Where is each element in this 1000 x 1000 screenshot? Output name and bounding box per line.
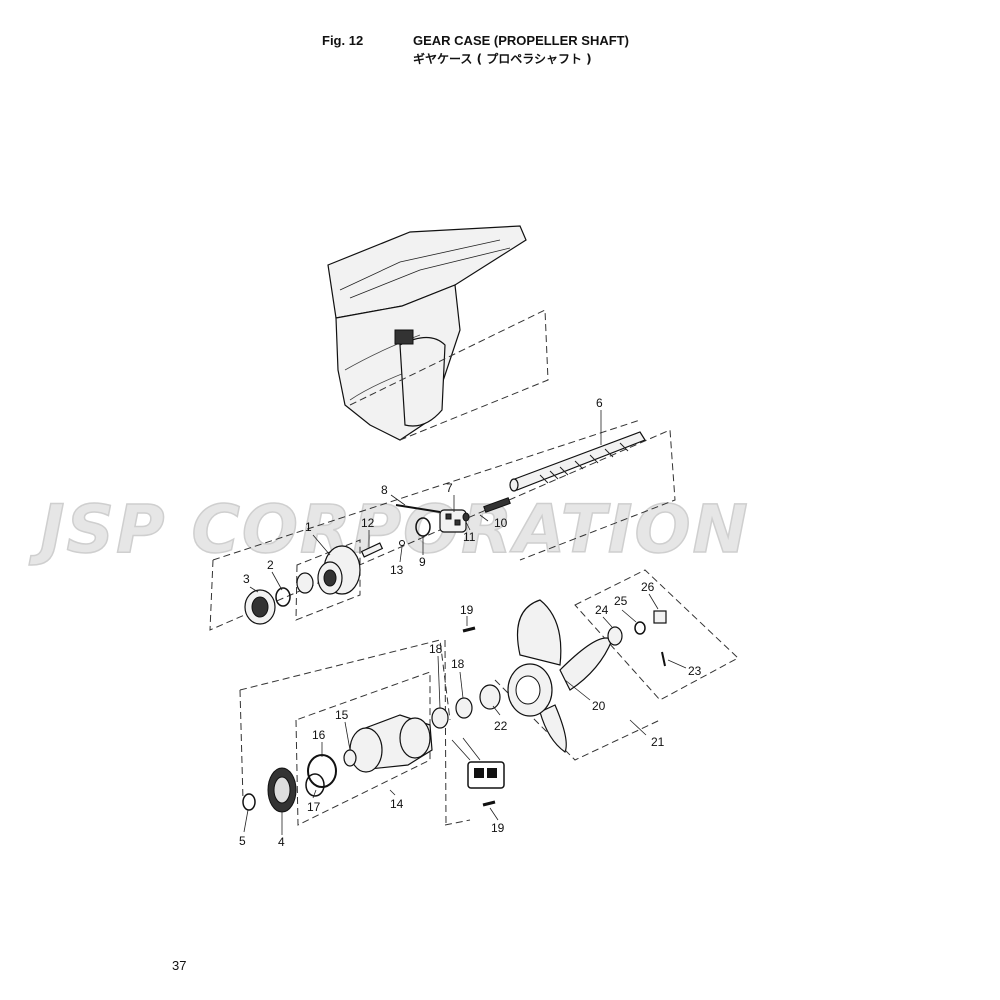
propeller-shaft-housing bbox=[349, 714, 433, 773]
leader-lines bbox=[243, 410, 687, 835]
callout-10: 10 bbox=[494, 516, 508, 530]
callout-25: 25 bbox=[614, 594, 628, 608]
forward-gear bbox=[267, 767, 297, 813]
callout-16: 16 bbox=[312, 728, 326, 742]
callout-4: 4 bbox=[278, 835, 285, 849]
callout-24: 24 bbox=[595, 603, 609, 617]
propeller-washer bbox=[607, 626, 623, 646]
propeller-shaft bbox=[509, 431, 646, 492]
callout-14: 14 bbox=[390, 797, 404, 811]
callout-19-bottom: 19 bbox=[491, 821, 505, 835]
callout-18-left: 18 bbox=[429, 642, 443, 656]
upper-bolt bbox=[462, 626, 476, 633]
oil-seal-outer bbox=[431, 707, 449, 729]
callout-19-top: 19 bbox=[460, 603, 474, 617]
callout-8: 8 bbox=[381, 483, 388, 497]
diagram-title-japanese: ギヤケース ( プロペラシャフト ) bbox=[413, 52, 592, 66]
callout-22: 22 bbox=[494, 719, 508, 733]
callout-labels: 6 7 8 1 12 10 11 9 13 2 3 19 18 18 15 16… bbox=[239, 396, 702, 849]
callout-5: 5 bbox=[239, 834, 246, 848]
thrust-washer bbox=[305, 773, 325, 797]
callout-3: 3 bbox=[243, 572, 250, 586]
dog-clutch bbox=[439, 509, 467, 533]
shift-slider bbox=[462, 512, 470, 522]
bearing bbox=[244, 589, 276, 625]
callout-17: 17 bbox=[307, 800, 321, 814]
callout-9: 9 bbox=[419, 555, 426, 569]
callout-6: 6 bbox=[596, 396, 603, 410]
callout-13: 13 bbox=[390, 563, 404, 577]
diagram-title: GEAR CASE (PROPELLER SHAFT) bbox=[413, 33, 629, 48]
housing-o-ring bbox=[307, 754, 337, 788]
callout-26: 26 bbox=[641, 580, 655, 594]
page-number: 37 bbox=[172, 958, 187, 973]
cross-pin bbox=[395, 504, 441, 513]
pin-ring bbox=[415, 517, 431, 537]
callout-12: 12 bbox=[361, 516, 375, 530]
callout-7: 7 bbox=[446, 481, 453, 495]
callout-1: 1 bbox=[305, 520, 312, 534]
oil-seal-inner bbox=[455, 697, 473, 719]
shim bbox=[296, 572, 314, 594]
spring bbox=[483, 497, 511, 513]
ball bbox=[399, 540, 405, 546]
shift-plunger bbox=[360, 542, 384, 558]
figure-number: Fig. 12 bbox=[322, 33, 364, 48]
callout-20: 20 bbox=[592, 699, 606, 713]
callout-15: 15 bbox=[335, 708, 349, 722]
gear-case-housing bbox=[327, 225, 527, 441]
thrust-spacer bbox=[479, 684, 501, 710]
propeller-nut bbox=[653, 610, 667, 624]
sealant-icon bbox=[451, 737, 505, 789]
reverse-gear bbox=[317, 545, 361, 595]
needle-bearing bbox=[343, 749, 357, 767]
lower-bolt bbox=[482, 800, 496, 807]
propeller bbox=[507, 599, 613, 753]
callout-11: 11 bbox=[463, 530, 476, 544]
callout-18-right: 18 bbox=[451, 657, 465, 671]
callout-21: 21 bbox=[651, 735, 665, 749]
callout-23: 23 bbox=[688, 664, 702, 678]
cotter-pin bbox=[661, 651, 666, 667]
washer bbox=[242, 793, 256, 811]
callout-2: 2 bbox=[267, 558, 274, 572]
o-ring bbox=[275, 587, 291, 607]
propeller-spacer bbox=[634, 621, 646, 635]
watermark-text: JSP CORPORATION bbox=[29, 491, 750, 568]
